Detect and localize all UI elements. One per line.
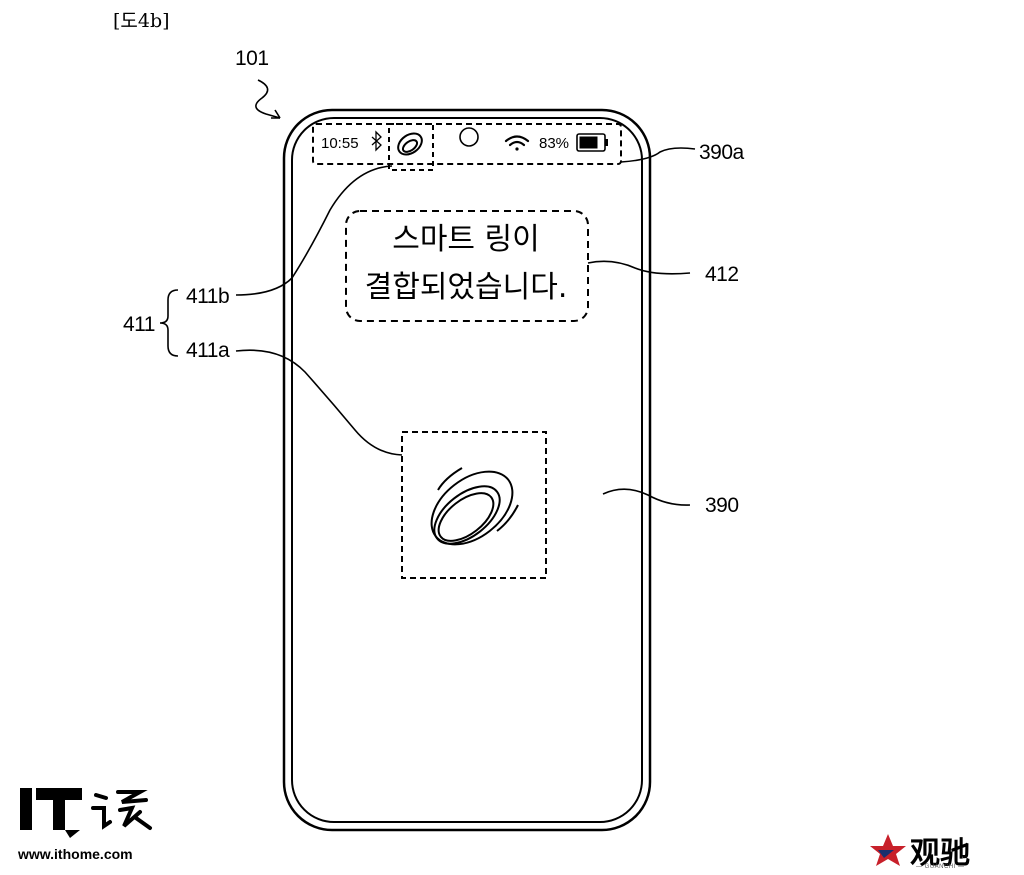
bluetooth-icon — [371, 130, 382, 152]
ring-large-icon — [430, 467, 519, 546]
status-time: 10:55 — [321, 135, 359, 152]
figure-label: [도4b] — [113, 10, 170, 32]
ref-group: 411 — [123, 313, 155, 336]
ref-message: 412 — [705, 263, 739, 286]
wifi-icon — [504, 135, 530, 151]
message-box — [345, 210, 589, 322]
indicator-icon-box — [388, 123, 434, 171]
phone-outer-outline — [282, 108, 652, 832]
leader-390 — [602, 488, 691, 506]
message-line-2: 결합되었습니다. — [364, 270, 568, 305]
guanchi-wordmark: 观驰 — [910, 836, 970, 871]
ref-ring-image: 411a — [186, 339, 230, 362]
ref-screen: 390 — [705, 494, 739, 517]
leader-411b — [235, 165, 393, 296]
ring-image-box — [401, 431, 547, 579]
ref-indicator-icon: 411b — [186, 285, 230, 308]
message-line-1: 스마트 링이 — [392, 222, 540, 257]
ithome-url: www.ithome.com — [18, 846, 133, 862]
leader-411a — [235, 349, 403, 456]
status-bar-box — [312, 123, 622, 165]
leader-390a — [620, 147, 696, 163]
leader-412 — [587, 260, 691, 275]
status-battery-percent: 83% — [539, 135, 570, 152]
battery-icon — [576, 133, 608, 152]
ithome-logo — [20, 788, 152, 838]
ref-device: 101 — [235, 47, 269, 70]
leader-101 — [255, 79, 281, 119]
guanchi-star-icon — [870, 834, 906, 866]
brace-411 — [159, 289, 179, 357]
ring-status-icon — [397, 132, 423, 156]
camera-hole-icon — [459, 127, 479, 147]
phone-inner-outline — [291, 117, 643, 823]
guanchi-subtitle: — GUANCHI — — [916, 864, 965, 870]
ref-status-bar: 390a — [699, 141, 744, 164]
